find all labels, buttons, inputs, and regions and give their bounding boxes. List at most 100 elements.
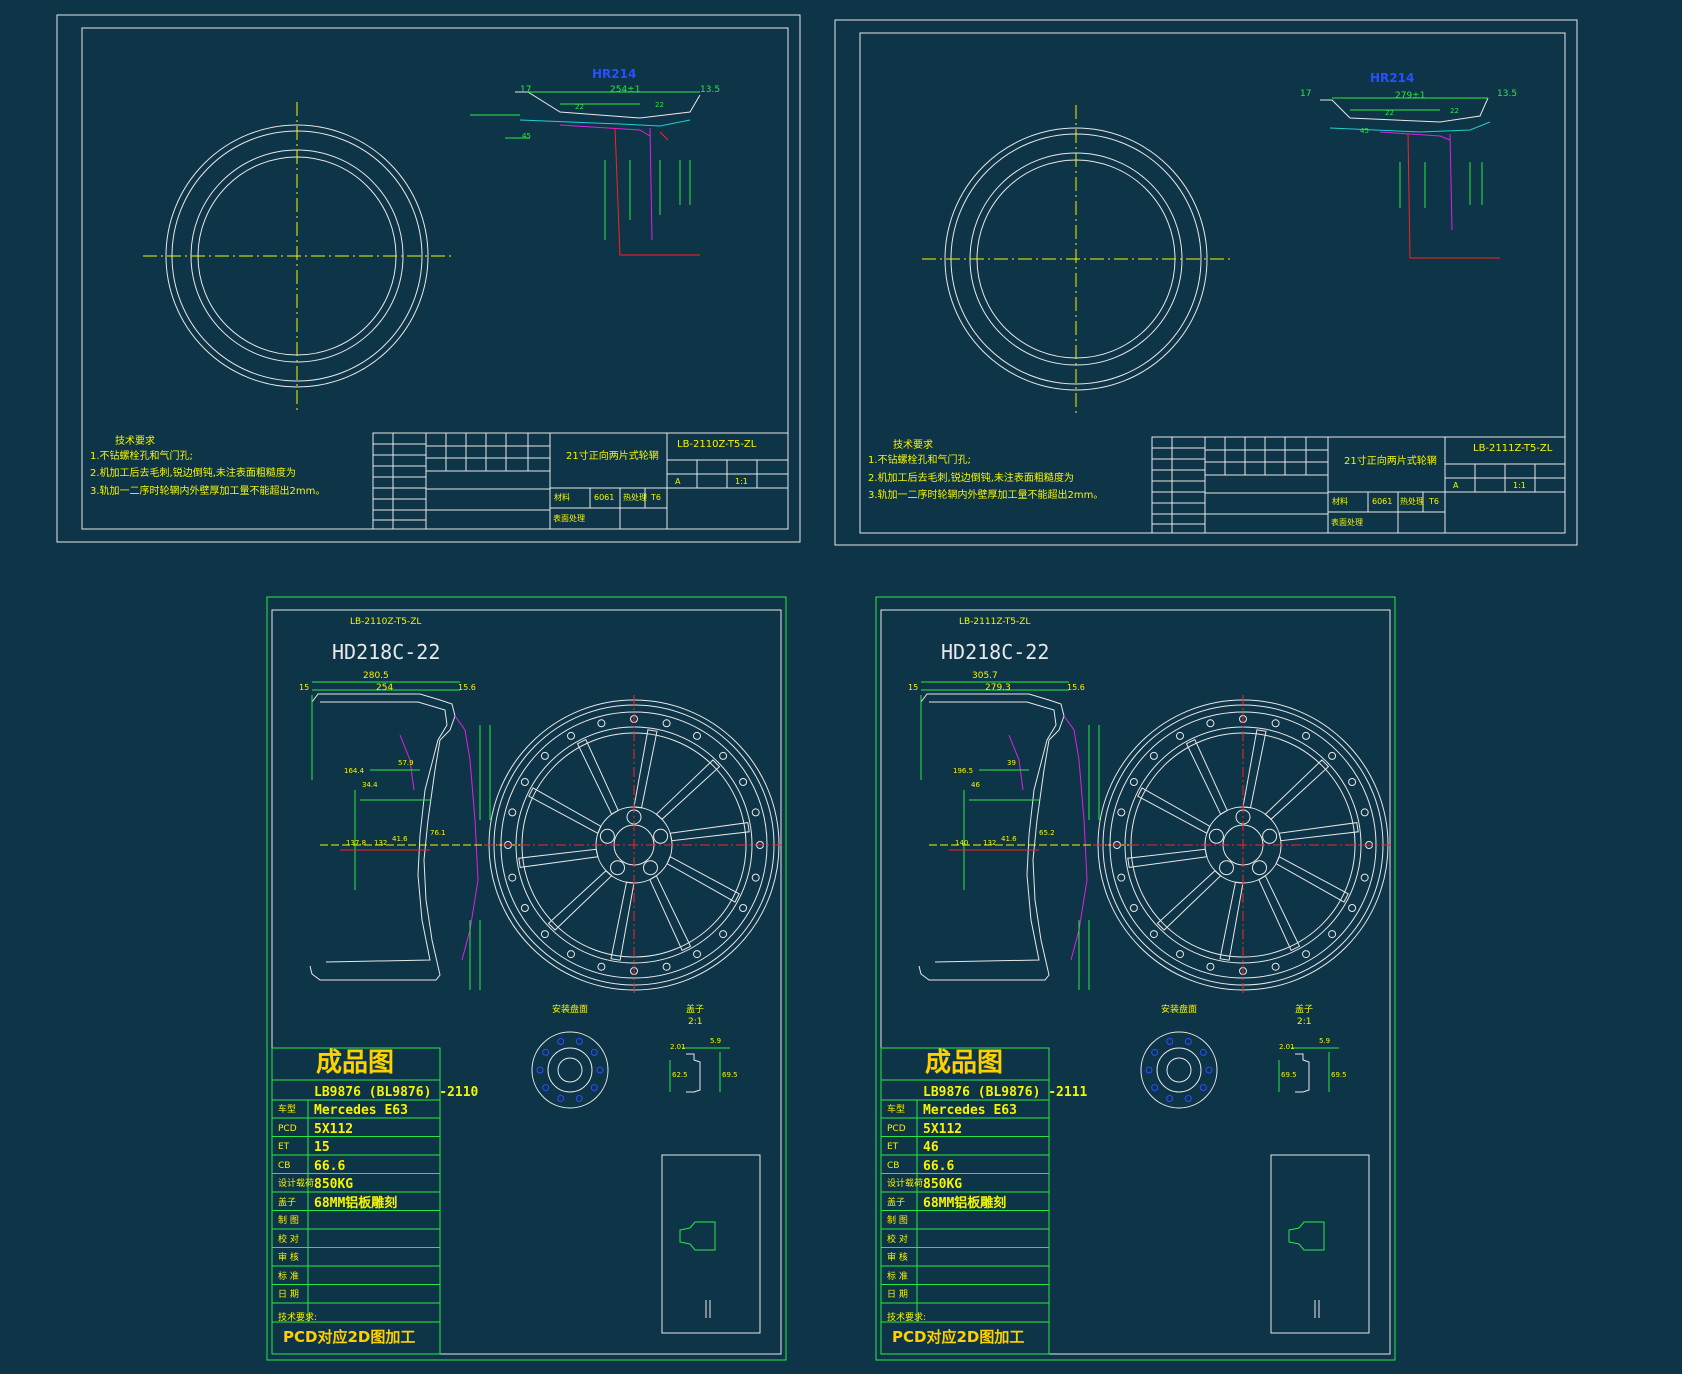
spec-key-1: PCD <box>278 1123 297 1134</box>
material-label: 材料 <box>1332 497 1348 506</box>
spec-key-10: 日 期 <box>278 1290 299 1300</box>
cap-dim-a: 2.01 <box>1279 1043 1295 1051</box>
cap-dim-c: 62.5 <box>672 1071 688 1079</box>
spec-value-2: 46 <box>923 1140 939 1155</box>
surface-label: 表面处理 <box>1331 518 1363 527</box>
dim-left: 17 <box>1300 89 1312 99</box>
part-tag: HR214 <box>1370 71 1415 85</box>
dim-flange: 13.5 <box>1497 89 1518 99</box>
cap-dim-d: 69.5 <box>722 1071 738 1079</box>
spec-key-4: 设计载荷 <box>278 1179 315 1189</box>
spec-key-5: 盖子 <box>887 1197 906 1208</box>
card-1-frame <box>266 596 787 1361</box>
spec-value-3: 66.6 <box>314 1158 346 1174</box>
tech-label: 技术要求: <box>278 1313 318 1323</box>
dim-b: 22 <box>1450 107 1459 115</box>
spec-table <box>880 1047 1050 1355</box>
spec-key-10: 日 期 <box>887 1290 908 1300</box>
dim-flange: 13.5 <box>700 85 721 95</box>
spec-key-9: 标 准 <box>887 1271 908 1282</box>
footer-note: PCD对应2D图加工 <box>283 1328 416 1346</box>
dim-right: 15.6 <box>458 683 476 692</box>
spec-key-6: 制 图 <box>278 1216 299 1226</box>
card-1-drawing <box>271 681 784 1355</box>
dim-side-f: 76.1 <box>430 829 446 837</box>
dim-left: 17 <box>520 85 532 95</box>
dim-left: 15 <box>908 683 919 692</box>
mounting-pad <box>531 1031 609 1109</box>
part-tag: HR214 <box>592 67 637 81</box>
cap-detail <box>669 1047 730 1093</box>
spec-value-2: 15 <box>314 1140 330 1155</box>
tech-title: 技术要求 <box>115 436 155 447</box>
card-2-drawing <box>880 681 1393 1355</box>
spec-value-0: Mercedes E63 <box>314 1103 408 1118</box>
cap-dim-b: 5.9 <box>1319 1037 1331 1045</box>
dim-left: 15 <box>299 683 310 692</box>
spec-key-4: 设计载荷 <box>887 1179 924 1189</box>
title-block <box>372 432 789 530</box>
mount-label: 安装盘面 <box>1161 1005 1198 1015</box>
dim-side-f: 65.2 <box>1039 829 1055 837</box>
dim-b: 22 <box>655 101 664 109</box>
cap-scale: 2:1 <box>688 1017 703 1027</box>
tech-note-2: 2.机加工后去毛刺,锐边倒钝,未注表面粗糙度为 <box>90 468 296 479</box>
dim-a: 22 <box>1385 109 1394 117</box>
spec-key-9: 标 准 <box>278 1271 299 1282</box>
tech-note-3: 3.轨加一二序时轮辋内外壁厚加工量不能超出2mm。 <box>90 486 326 497</box>
dim-side-d: 140 <box>955 839 969 847</box>
cap-label: 盖子 <box>686 1005 705 1015</box>
face-center-lines <box>484 695 784 995</box>
spec-key-0: 车型 <box>278 1105 297 1115</box>
spec-value-0: Mercedes E63 <box>923 1103 1017 1118</box>
dim-side-e: 132 <box>983 839 997 847</box>
cap-callout <box>661 1154 761 1334</box>
dim-width: 254±1 <box>610 85 641 95</box>
dim-side-d: 137.8 <box>346 839 367 847</box>
spec-value-1: 5X112 <box>923 1121 963 1137</box>
material: 6061 <box>1372 497 1393 506</box>
dim-c: 45 <box>522 132 531 140</box>
cap-detail <box>1278 1047 1339 1093</box>
wheel-section-profile <box>918 681 1129 990</box>
part-name: 21寸正向两片式轮辋 <box>1344 456 1437 467</box>
cap-callout <box>1270 1154 1370 1334</box>
mounting-pad <box>1140 1031 1218 1109</box>
tech-note-2: 2.机加工后去毛刺,锐边倒钝,未注表面粗糙度为 <box>868 473 1074 484</box>
dim-side-e: 132 <box>374 839 388 847</box>
card-title: 成品图 <box>925 1048 1004 1078</box>
heat: T6 <box>1429 497 1439 506</box>
surface-label: 表面处理 <box>553 514 585 523</box>
face-center-lines <box>1093 695 1393 995</box>
spec-value-4: 850KG <box>314 1177 354 1192</box>
tech-note-3: 3.轨加一二序时轮辋内外壁厚加工量不能超出2mm。 <box>868 490 1104 501</box>
tech-note-1: 1.不钻螺栓孔和气门孔; <box>868 455 971 466</box>
part-name: 21寸正向两片式轮辋 <box>566 451 659 462</box>
card-model-name: HD218C-22 <box>332 640 441 664</box>
card-ref: LB-2111Z-T5-ZL <box>959 617 1031 627</box>
spec-key-7: 校 对 <box>887 1234 908 1245</box>
rev: A <box>1453 481 1459 490</box>
dim-side-g: 57.9 <box>398 759 414 767</box>
sheet-2 <box>834 19 1578 546</box>
material: 6061 <box>594 493 615 502</box>
spec-key-7: 校 对 <box>278 1234 299 1245</box>
mount-label: 安装盘面 <box>552 1005 589 1015</box>
cap-dim-c: 69.5 <box>1281 1071 1297 1079</box>
drawing-no: LB-2111Z-T5-ZL <box>1473 443 1553 454</box>
dim-a: 22 <box>575 103 584 111</box>
spec-key-8: 审 核 <box>887 1253 908 1263</box>
product-code: LB9876 (BL9876) -2111 <box>923 1085 1088 1100</box>
cap-dim-a: 2.01 <box>670 1043 686 1051</box>
spec-table <box>271 1047 441 1355</box>
scale: 1:1 <box>1513 481 1526 490</box>
dim-side-g: 39 <box>1007 759 1016 767</box>
dim-side-c: 41.6 <box>392 835 408 843</box>
spec-value-5: 68MM铝板雕刻 <box>314 1195 398 1211</box>
cap-scale: 2:1 <box>1297 1017 1312 1027</box>
spec-key-3: CB <box>887 1160 900 1171</box>
spec-key-1: PCD <box>887 1123 906 1134</box>
cap-label: 盖子 <box>1295 1005 1314 1015</box>
dim-width: 279.3 <box>985 683 1011 693</box>
